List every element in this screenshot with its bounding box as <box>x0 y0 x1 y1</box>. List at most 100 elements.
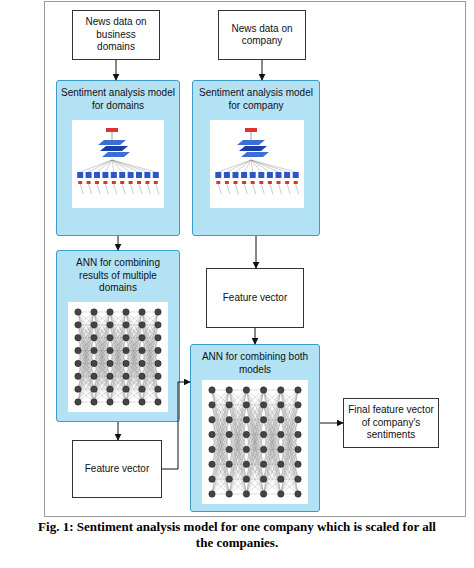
ann-link <box>126 325 142 402</box>
ann-link <box>281 494 298 495</box>
embedding-unit <box>216 181 220 184</box>
ann-link <box>212 420 229 465</box>
ann-link <box>246 420 263 435</box>
ann-link <box>142 363 158 402</box>
ann-link <box>142 325 158 376</box>
figure-caption: Fig. 1: Sentiment analysis model for one… <box>30 519 444 552</box>
ann-link <box>264 479 281 494</box>
ann-link <box>264 405 281 464</box>
ann-link <box>212 420 229 465</box>
ann-link <box>281 449 298 494</box>
ann-link <box>212 464 229 494</box>
ann-link <box>126 325 142 351</box>
ann-link <box>229 449 246 479</box>
ann-link <box>229 449 246 479</box>
ann-link <box>110 351 126 390</box>
ann-link <box>94 338 110 402</box>
ann-link <box>78 376 94 402</box>
ann-link <box>142 363 158 389</box>
ann-link <box>212 405 229 435</box>
ann-neuron <box>139 386 145 392</box>
ann-link <box>94 325 110 402</box>
ann-link <box>110 389 126 402</box>
ann-link <box>212 464 229 479</box>
ann-link <box>94 338 110 377</box>
ann-link <box>246 405 263 450</box>
ann-link <box>110 351 126 377</box>
embedding-unit <box>87 181 91 184</box>
ann-link <box>142 325 158 389</box>
ann-link <box>246 405 263 479</box>
ann-link <box>246 405 263 479</box>
hidden-layer <box>239 146 267 151</box>
ann-link <box>94 312 110 363</box>
box-label: Sentiment analysis model for company <box>197 87 315 112</box>
ann-link <box>126 312 142 351</box>
ann-link <box>78 338 94 351</box>
ann-link <box>229 449 246 494</box>
ann-link <box>229 390 246 494</box>
ann-neuron <box>75 373 81 379</box>
ann-link <box>126 338 142 364</box>
ann-neuron <box>123 322 129 328</box>
ann-link <box>126 350 142 351</box>
ann-link <box>142 351 158 377</box>
ann-link <box>126 376 142 389</box>
link-line <box>139 184 142 194</box>
ann-link <box>126 351 142 390</box>
ann-link <box>229 390 246 435</box>
ann-link <box>78 338 94 377</box>
ann-neuron <box>123 373 129 379</box>
ann-neuron <box>243 387 249 393</box>
ann-link <box>212 449 229 479</box>
box-label: Final feature vector of company's sentim… <box>347 404 435 442</box>
ann-link <box>78 312 94 402</box>
illustration-background <box>68 302 168 412</box>
ann-neuron <box>75 309 81 315</box>
ann-link <box>126 312 142 325</box>
ann-link <box>212 405 229 464</box>
output-unit <box>106 128 118 132</box>
input-unit <box>77 172 83 178</box>
ann-neuron <box>209 417 215 423</box>
ann-link <box>126 325 142 376</box>
ann-link <box>246 404 263 405</box>
ann-link <box>264 405 281 450</box>
ann-link <box>281 479 298 480</box>
ann-link <box>212 464 229 465</box>
flow-arrow <box>256 236 257 268</box>
ann-link <box>110 338 126 364</box>
input-unit <box>102 172 108 178</box>
ann-link <box>246 449 263 494</box>
ann-link <box>126 338 142 402</box>
ann-link <box>229 435 246 450</box>
ann-link <box>78 325 94 402</box>
ann-neuron <box>139 322 145 328</box>
ann-link <box>110 338 126 364</box>
ann-link <box>264 435 281 480</box>
ann-link <box>94 363 110 376</box>
ann-link <box>229 390 246 405</box>
ann-neuron <box>139 309 145 315</box>
ann-link <box>78 312 94 376</box>
ann-link <box>246 405 263 420</box>
ann-link <box>94 337 110 338</box>
ann-neuron <box>91 399 97 405</box>
ann-link <box>94 325 110 338</box>
ann-neuron <box>91 386 97 392</box>
flow-arrow <box>262 60 263 80</box>
flow-arrow <box>162 382 190 469</box>
ann-link <box>212 420 229 435</box>
ann-link <box>212 435 229 494</box>
ann-link <box>110 338 126 389</box>
ann-neuron <box>260 491 266 497</box>
ann-link <box>246 449 263 464</box>
ann-link <box>229 405 246 494</box>
ann-link <box>78 338 94 389</box>
ann-link <box>212 420 229 479</box>
ann-link <box>142 338 158 364</box>
link-line <box>251 160 270 172</box>
ann-neuron <box>278 476 284 482</box>
ann-link <box>78 363 94 364</box>
ann-link <box>264 390 281 494</box>
